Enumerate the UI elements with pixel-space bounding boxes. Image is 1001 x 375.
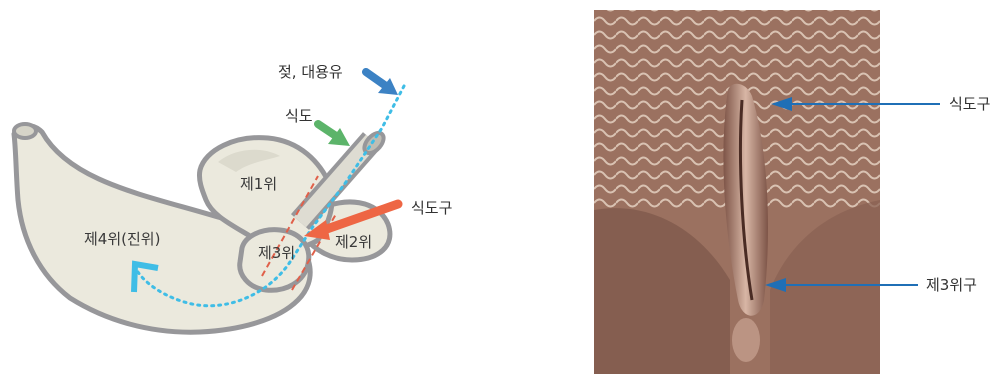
photo-label-omasal-groove: 제3위구 [926,276,977,294]
ruminant-stomach-diagram: 젖, 대용유 식도 식도구 제1위 제2위 제3위 제4위(진위) [14,63,452,332]
photo-lower-bulge [732,318,760,362]
label-rumen: 제1위 [240,175,277,193]
label-reticulum: 제2위 [335,233,372,251]
milk-arrow [366,72,398,95]
esophagus-arrow [318,124,350,146]
label-milk: 젖, 대용유 [278,63,343,81]
label-abomasum: 제4위(진위) [84,230,160,248]
abomasum-opening [14,124,36,138]
label-esophageal-groove: 식도구 [411,199,452,217]
label-omasum: 제3위 [258,244,295,262]
label-esophagus: 식도 [285,107,313,125]
photo-label-esophageal-groove: 식도구 [949,95,990,113]
tissue-photo: 식도구 제3위구 [594,10,990,374]
